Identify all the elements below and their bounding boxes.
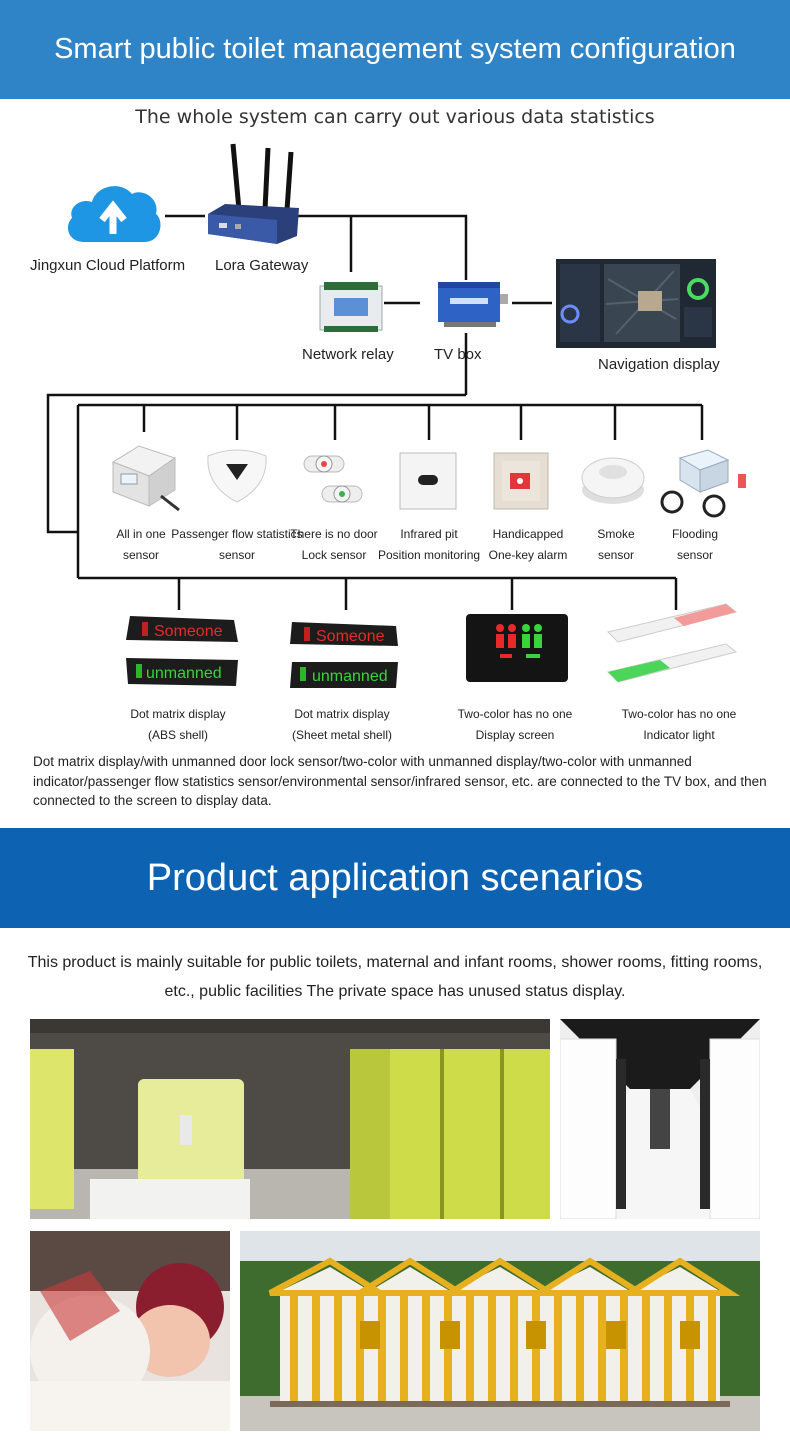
scenarios-banner: Product application scenarios xyxy=(0,828,790,928)
diagram-subtitle: The whole system can carry out various d… xyxy=(135,106,655,128)
display-label: Dot matrix display(ABS shell) xyxy=(130,707,226,742)
infrared-sensor-icon xyxy=(399,452,457,510)
dot-matrix-abs-icon: Someone unmanned xyxy=(126,616,238,686)
connection-lines xyxy=(46,214,704,610)
alarm-button-icon xyxy=(493,452,549,510)
tvbox-device-icon xyxy=(438,282,508,327)
relay-label: Network relay xyxy=(302,346,394,363)
gateway-device-icon xyxy=(208,143,299,244)
two-color-screen-icon xyxy=(466,614,568,682)
cloud-platform-label: Jingxun Cloud Platform xyxy=(30,257,186,274)
system-description: Dot matrix display/with unmanned door lo… xyxy=(33,754,767,808)
beach-huts-photo xyxy=(240,1231,760,1431)
someone-text: Someone xyxy=(316,628,385,645)
gateway-label: Lora Gateway xyxy=(215,257,309,274)
smoke-sensor-icon xyxy=(581,457,645,504)
navigation-display-label: Navigation display xyxy=(598,356,720,373)
dot-matrix-metal-icon: Someone unmanned xyxy=(290,622,398,688)
section-title: Product application scenarios xyxy=(146,856,644,899)
flooding-sensor-icon xyxy=(660,449,746,518)
indicator-light-icon xyxy=(607,603,738,683)
door-lock-sensor-icon xyxy=(303,455,363,503)
header-banner: Smart public toilet management system co… xyxy=(0,0,790,99)
unmanned-text: unmanned xyxy=(146,665,222,682)
cloud-icon xyxy=(68,186,161,242)
someone-text: Someone xyxy=(154,623,223,640)
unmanned-text: unmanned xyxy=(312,668,388,685)
navigation-display-icon xyxy=(556,259,716,348)
scenarios-description: This product is mainly suitable for publ… xyxy=(27,954,763,1000)
passenger-flow-sensor-icon xyxy=(207,449,267,503)
public-toilet-photo xyxy=(30,1019,550,1219)
relay-device-icon xyxy=(319,282,383,332)
mother-infant-photo xyxy=(30,1231,230,1431)
all-in-one-sensor-icon xyxy=(111,445,180,512)
tvbox-label: TV box xyxy=(434,346,482,363)
shower-room-photo xyxy=(560,1019,760,1219)
page-title: Smart public toilet management system co… xyxy=(54,33,736,65)
display-label: Dot matrix display(Sheet metal shell) xyxy=(291,707,393,742)
